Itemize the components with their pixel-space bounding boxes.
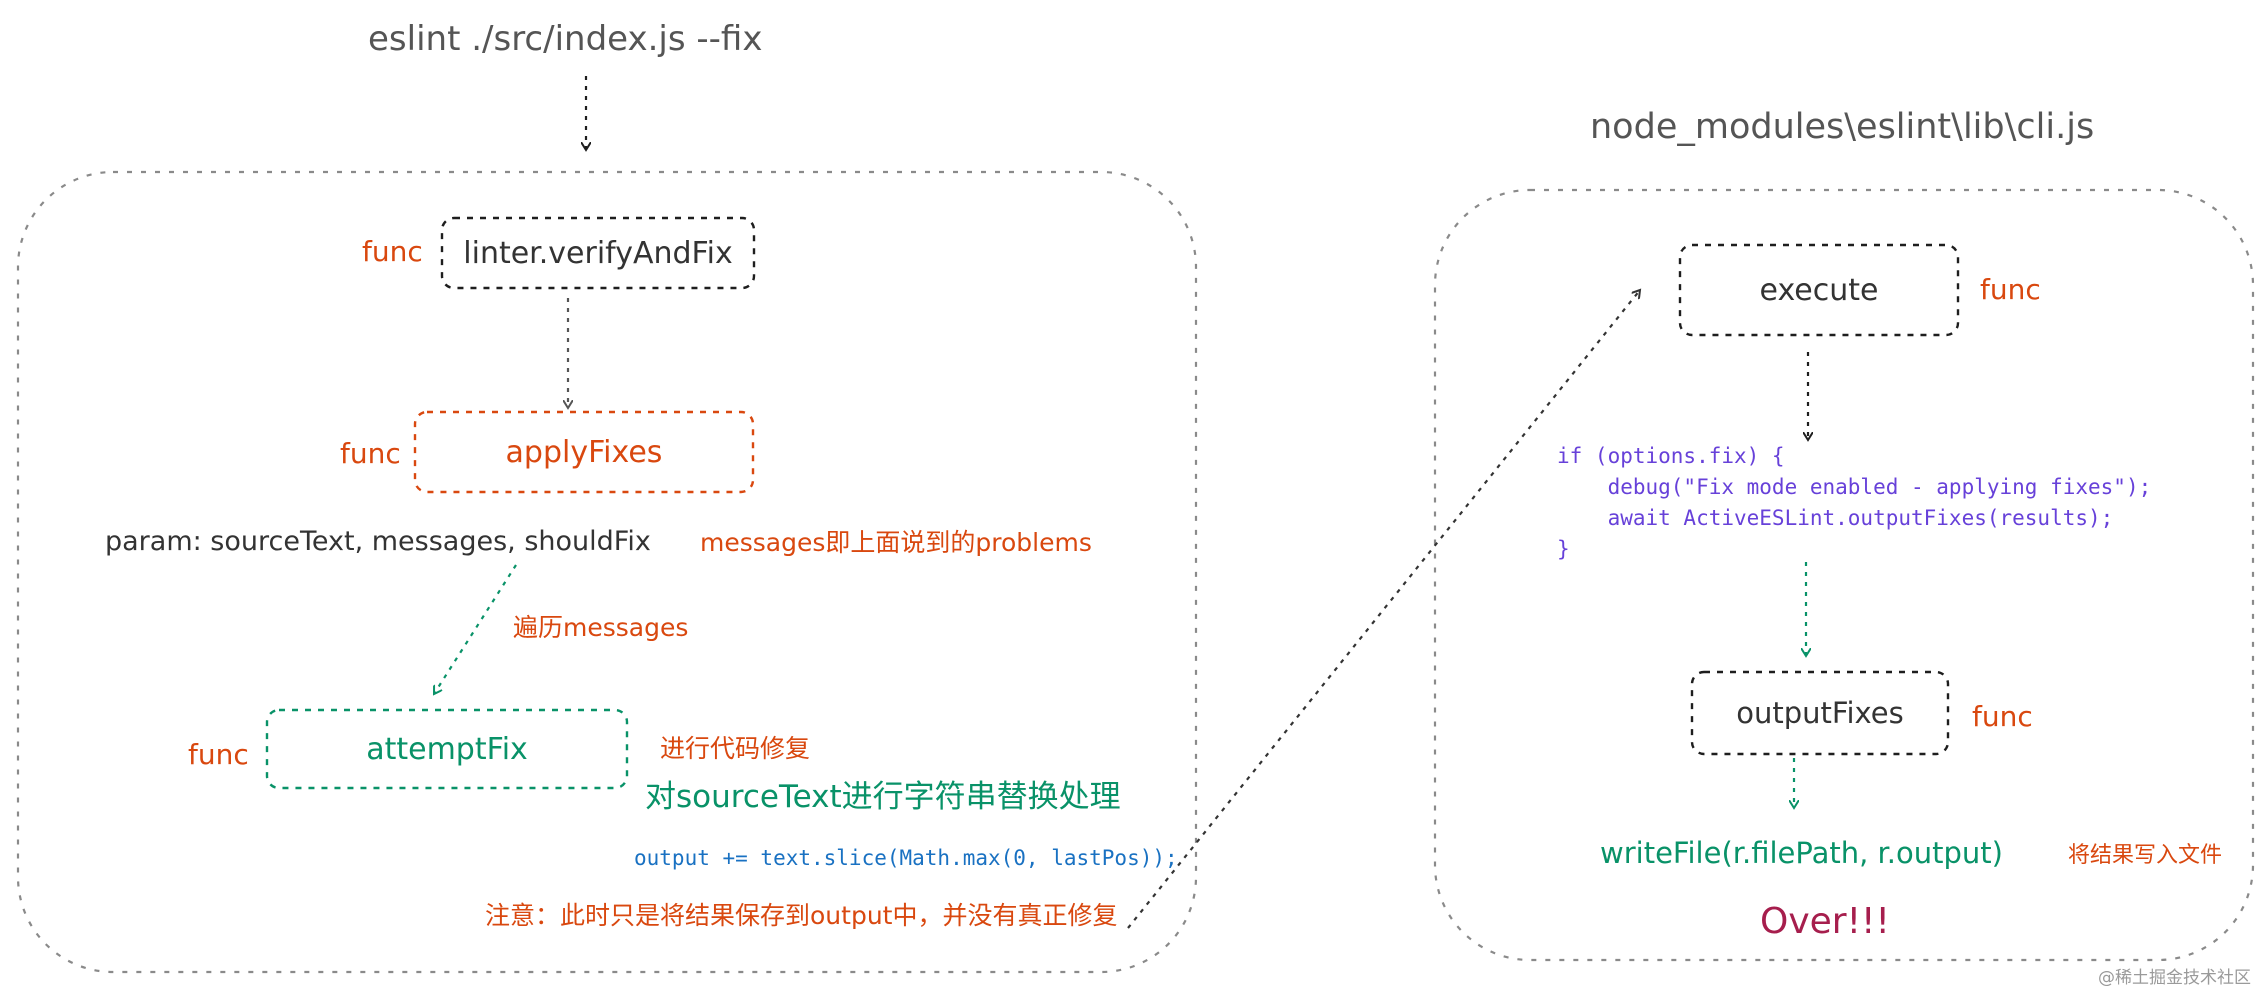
fix-note: 进行代码修复 [660,734,811,763]
execute-box [1678,243,1960,337]
attempt-fix-box [265,708,629,790]
func-tag-apply: func [340,437,401,470]
output-fixes-box [1690,670,1950,756]
write-note: 将结果写入文件 [2068,843,2223,868]
write-file-text: writeFile(r.filePath, r.output) [1600,836,2003,870]
arrow-params-to-attempt [434,564,517,694]
over-text: Over!!! [1760,901,1890,942]
func-tag-output-fixes: func [1972,700,2033,733]
params-text: param: sourceText, messages, shouldFix [105,526,651,557]
verify-and-fix-label: linter.verifyAndFix [463,235,733,271]
attempt-fix-label: attemptFix [366,731,528,767]
loop-note: 遍历messages [513,613,689,642]
code-line-3: await ActiveESLint.outputFixes(results); [1557,506,2114,530]
apply-fixes-box [413,410,755,494]
left-group-container [16,170,1198,974]
code-line-1: if (options.fix) { [1557,444,1785,468]
code-line-2: debug("Fix mode enabled - applying fixes… [1557,475,2152,499]
output-fixes-label: outputFixes [1736,696,1904,730]
execute-label: execute [1759,272,1879,308]
cli-path-title: node_modules\eslint\lib\cli.js [1590,107,2095,147]
watermark: @稀土掘金技术社区 [2098,968,2251,988]
messages-note: messages即上面说到的problems [700,528,1092,557]
replace-note: 对sourceText进行字符串替换处理 [645,779,1121,815]
func-tag-attempt: func [188,738,249,771]
right-group-container [1433,188,2255,962]
func-tag-execute: func [1980,273,2041,306]
code-line-4: } [1557,537,1570,561]
output-code: output += text.slice(Math.max(0, lastPos… [634,846,1178,870]
arrow-warning-to-execute [1127,290,1640,929]
func-tag-verify: func [362,235,423,268]
command-title: eslint ./src/index.js --fix [368,19,763,59]
warning-note: 注意：此时只是将结果保存到output中，并没有真正修复 [485,901,1118,930]
verify-and-fix-box [440,216,756,290]
apply-fixes-label: applyFixes [505,434,663,470]
